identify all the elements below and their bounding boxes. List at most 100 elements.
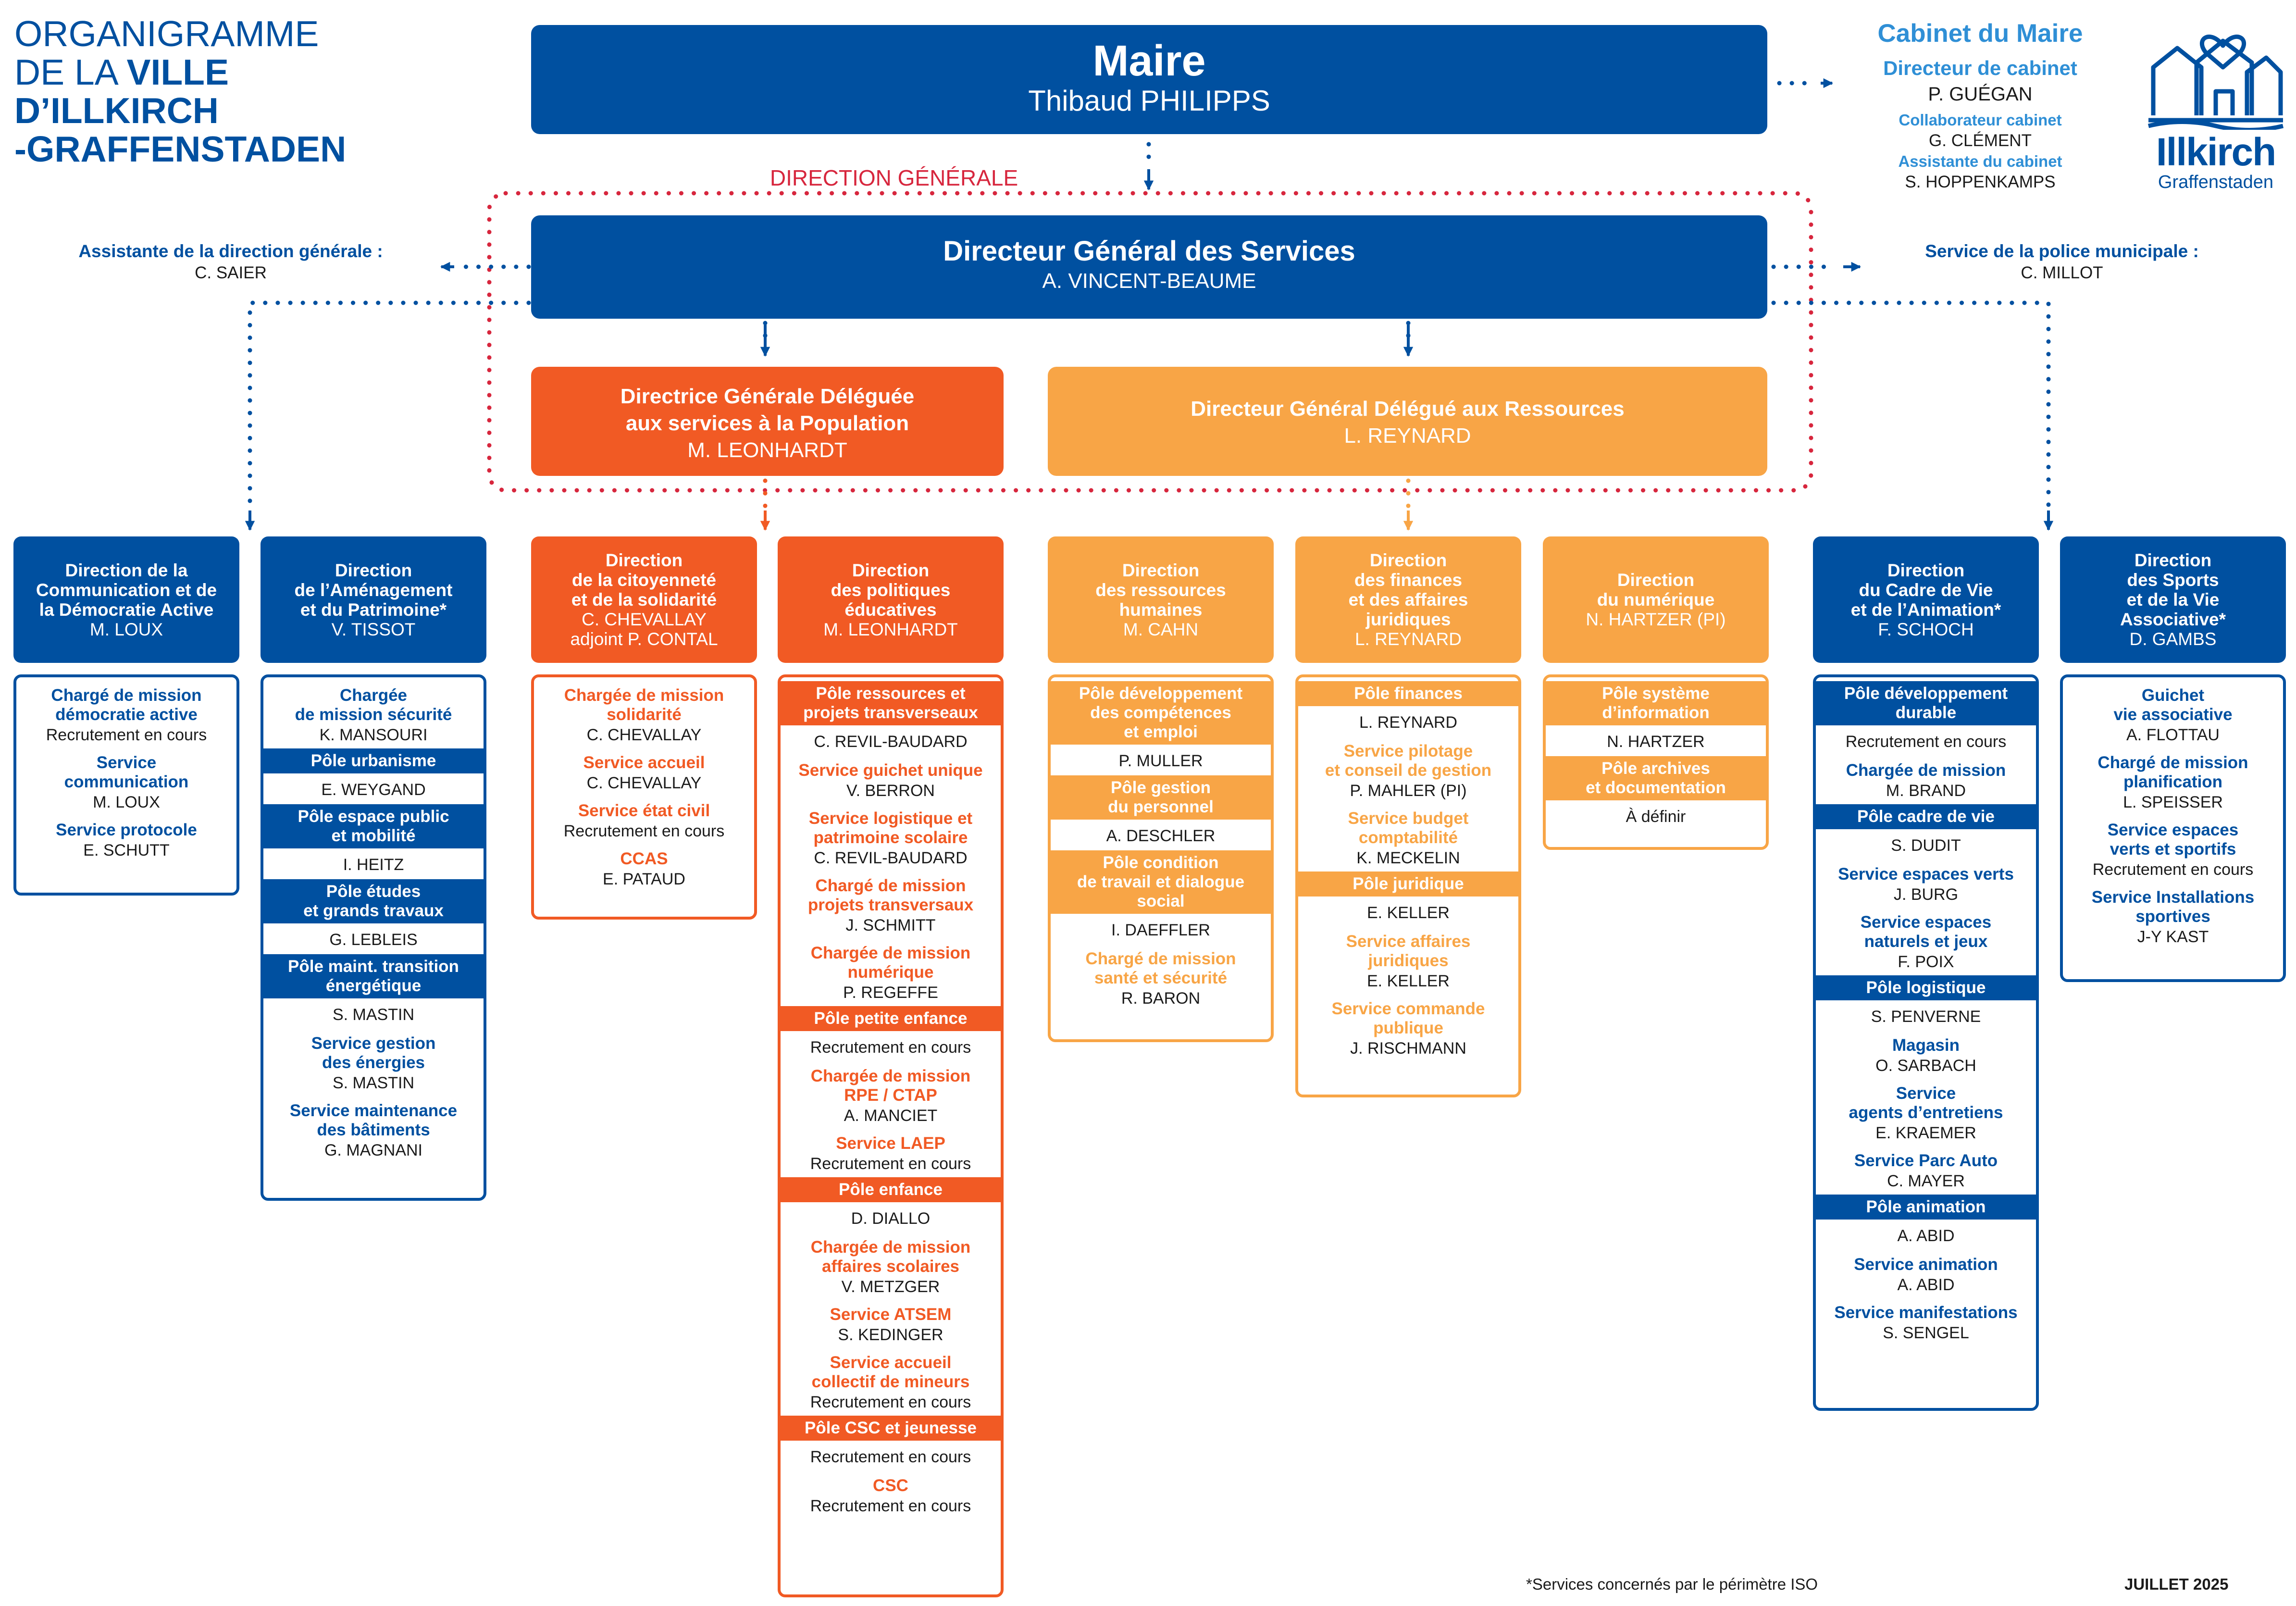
service-title: Service affaires juridiques: [1346, 932, 1471, 970]
person-name: A. ABID: [1897, 1227, 1955, 1245]
service-title: Service espaces naturels et jeux: [1860, 913, 1992, 951]
page-title: ORGANIGRAMME DE LA VILLE D’ILLKIRCH -GRA…: [14, 14, 360, 168]
assistante-name: C. SAIER: [195, 263, 267, 282]
direction-head-name: C. CHEVALLAY: [582, 610, 707, 629]
person-name: C. REVIL-BAUDARD: [814, 849, 968, 867]
service-title: Service agents d’entretiens: [1849, 1084, 2003, 1122]
direction-title-line: éducatives: [844, 599, 937, 620]
service-title: Service ATSEM: [830, 1305, 952, 1324]
dgs-box: Directeur Général des Services A. VINCEN…: [531, 215, 1767, 319]
dgd-pop-name: M. LEONHARDT: [687, 438, 847, 462]
person-name: C. CHEVALLAY: [586, 774, 702, 792]
title-line-3: D’ILLKIRCH: [14, 90, 219, 131]
person-name: Recrutement en cours: [810, 1155, 971, 1173]
direction-head-name: D. GAMBS: [2129, 629, 2217, 649]
assistante-title: Assistante de la direction générale :: [78, 241, 383, 261]
service-title: Service espaces verts: [1838, 865, 2014, 884]
person-name: S. DUDIT: [1891, 836, 1961, 855]
pole-title: Pôle CSC et jeunesse: [781, 1416, 1001, 1441]
person-name: P. MAHLER (PI): [1350, 782, 1467, 800]
person-name: V. METZGER: [841, 1278, 940, 1296]
politiques-educatives-units: Pôle ressources et projets transverseaux…: [778, 674, 1004, 1597]
direction-title-line: des finances: [1354, 570, 1463, 590]
person-name: I. HEITZ: [343, 856, 404, 874]
illkirch-logo: Illkirch Graffenstaden: [2144, 19, 2288, 212]
maire-title: Maire: [1092, 37, 1206, 85]
direction-head-name: L. REYNARD: [1354, 629, 1462, 649]
title-line-2: DE LA VILLE: [14, 53, 360, 91]
service-title: Chargé de mission projets transversaux: [807, 876, 974, 914]
pole-title: Pôle logistique: [1816, 975, 2036, 1000]
person-name: J. SCHMITT: [845, 916, 936, 934]
person-name: P. MULLER: [1118, 752, 1203, 770]
person-name: Recrutement en cours: [46, 726, 207, 744]
service-title: Service Installations sportives: [2091, 888, 2255, 926]
cabinet-assistant-name: S. HOPPENKAMPS: [1905, 173, 2056, 191]
direction-title-line: Direction: [1617, 570, 1695, 590]
police-municipale: Service de la police municipale : C. MIL…: [1865, 240, 2259, 284]
pole-title: Pôle développement durable: [1816, 681, 2036, 725]
direction-ressources-humaines: Direction des ressources humaines M. CAH…: [1048, 536, 1274, 663]
pole-section: Pôle cadre de vie S. DUDIT: [1816, 804, 2036, 860]
direction-title-line: et du Patrimoine*: [300, 599, 447, 620]
direction-title-line: humaines: [1119, 599, 1203, 620]
dgd-population-box: Directrice Générale Déléguée aux service…: [531, 367, 1004, 476]
logo-line-2: Graffenstaden: [2158, 172, 2274, 192]
direction-title-line: des politiques: [831, 580, 951, 600]
person-name: S. PENVERNE: [1871, 1008, 1981, 1026]
person-name: C. REVIL-BAUDARD: [814, 733, 968, 751]
service-title: Service logistique et patrimoine scolair…: [808, 809, 973, 847]
pole-title: Pôle cadre de vie: [1816, 804, 2036, 829]
police-title: Service de la police municipale :: [1925, 241, 2199, 261]
direction-title-line: Direction: [335, 560, 412, 580]
pole-title: Pôle petite enfance: [781, 1006, 1001, 1031]
person-name: E. WEYGAND: [321, 781, 426, 799]
direction-title-line: du Cadre de Vie: [1859, 580, 1993, 600]
person-name: Recrutement en cours: [563, 822, 725, 840]
person-name: S. KEDINGER: [838, 1326, 943, 1344]
service-title: Service manifestations: [1834, 1303, 2018, 1322]
service-title: Service pilotage et conseil de gestion: [1325, 742, 1492, 780]
cabinet-collaborator-title: Collaborateur cabinet: [1899, 111, 2062, 129]
town-logo-icon: [2147, 35, 2284, 132]
person-name: L. SPEISSER: [2123, 793, 2223, 811]
direction-politiques-educatives: Direction des politiques éducatives M. L…: [778, 536, 1004, 663]
direction-title-line: Direction: [2134, 550, 2212, 570]
ressources-humaines-units: Pôle développement des compétences et em…: [1048, 674, 1274, 1042]
person-name: Recrutement en cours: [810, 1393, 971, 1411]
service-title: CSC: [873, 1476, 908, 1495]
service-title: Service guichet unique: [798, 761, 983, 780]
dgd-pop-line-2: aux services à la Population: [625, 411, 909, 435]
person-name: Recrutement en cours: [810, 1038, 971, 1057]
title-line-4: -GRAFFENSTADEN: [14, 129, 347, 169]
service-entry: Service ATSEM S. KEDINGER: [781, 1300, 1001, 1348]
direction-title-line: Direction: [605, 550, 683, 570]
person-name: M. LOUX: [93, 793, 160, 811]
cabinet-assistant-title: Assistante du cabinet: [1898, 152, 2062, 170]
document-date: JUILLET 2025: [2124, 1575, 2229, 1593]
person-name: E. PATAUD: [603, 870, 685, 888]
direction-title-line: Direction: [852, 560, 930, 580]
person-name: O. SARBACH: [1875, 1057, 1976, 1075]
pole-section: Pôle condition de travail et dialogue so…: [1051, 850, 1271, 945]
direction-head-name: N. HARTZER (PI): [1586, 610, 1726, 629]
direction-sports: Direction des Sports et de la Vie Associ…: [2060, 536, 2286, 663]
